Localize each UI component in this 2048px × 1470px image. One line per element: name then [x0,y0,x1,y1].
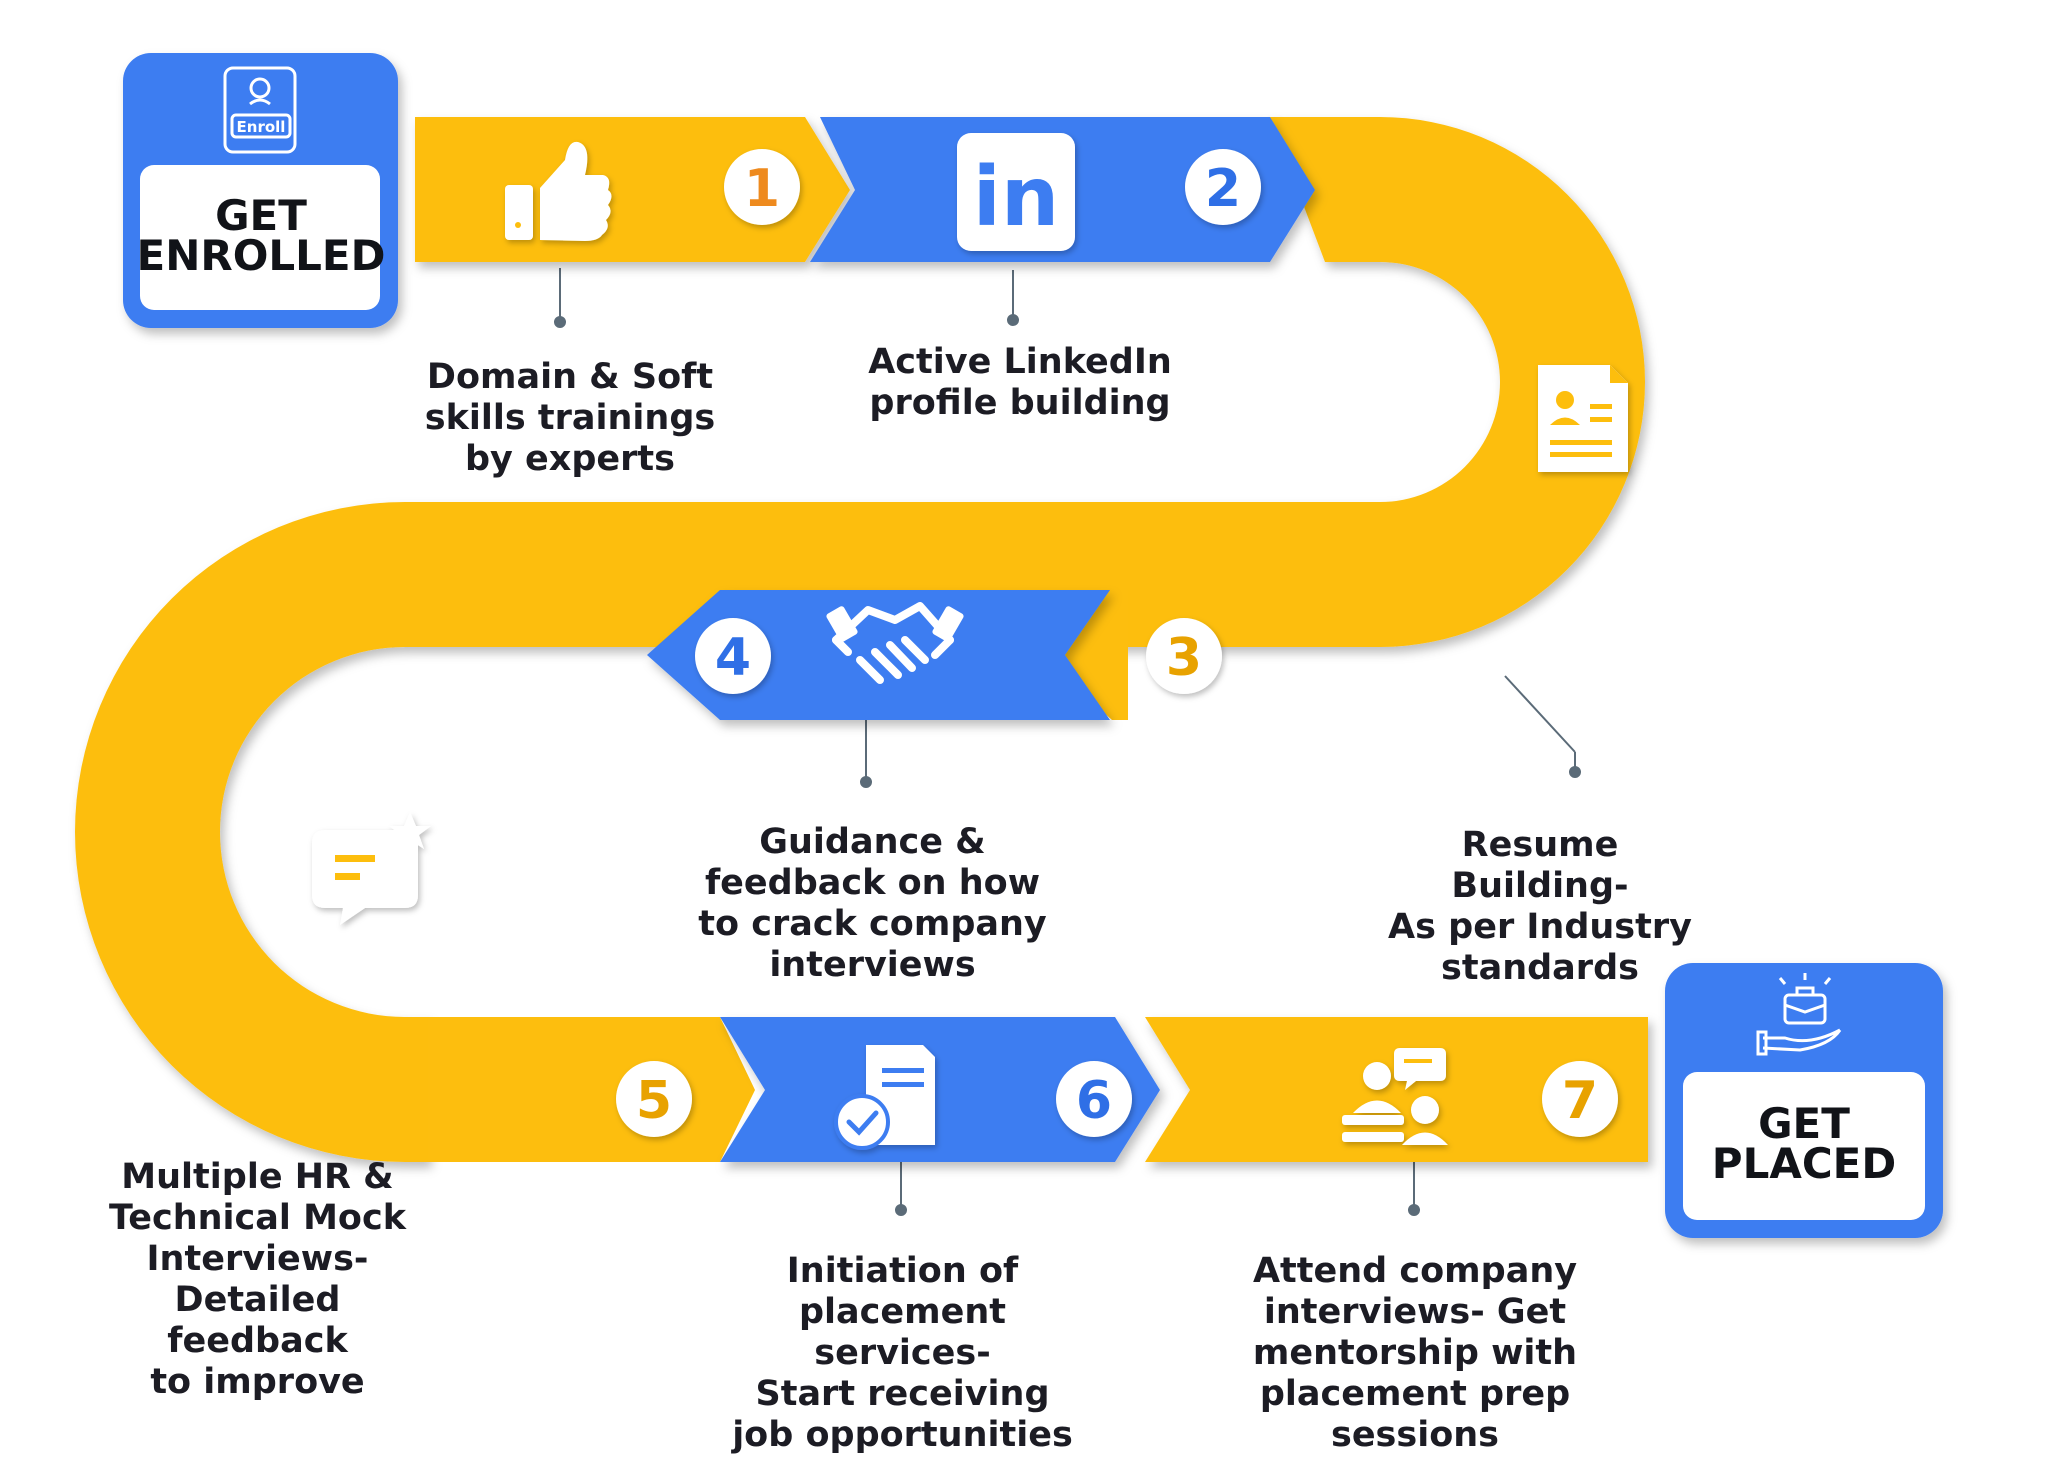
end-title-line1: GET [1758,1099,1850,1148]
step-4-badge: 4 [695,618,771,694]
linkedin-icon-text: in [973,150,1059,245]
linkedin-icon: in [957,133,1075,251]
step-number-badges: 1 2 3 4 5 6 7 [616,149,1618,1137]
step-5-number: 5 [636,1071,672,1131]
step-3-number: 3 [1166,628,1202,688]
start-card: Enroll GET ENROLLED [123,53,398,328]
step-6-number: 6 [1076,1071,1112,1131]
step-2-number: 2 [1205,159,1241,219]
chat-star-icon [312,812,431,925]
segment-3-arrow [1040,590,1128,720]
step-1-caption: Domain & Soft skills trainings by expert… [424,357,716,479]
step-7-caption: Attend company interviews- Get mentorshi… [1252,1251,1578,1455]
briefcase-in-hand-icon [1756,973,1842,1056]
end-title-line2: PLACED [1712,1139,1896,1188]
enroll-badge-text: Enroll [237,118,286,136]
step-1-badge: 1 [724,149,800,225]
step-4-number: 4 [715,628,751,688]
start-title-line2: ENROLLED [137,231,386,280]
segment-5 [428,1017,755,1162]
resume-icon [1538,365,1628,472]
step-5-caption: Multiple HR & Technical Mock Interviews-… [109,1157,406,1402]
step-2-badge: 2 [1185,149,1261,225]
step-3-caption: Resume Building- As per Industry standar… [1388,825,1692,988]
step-6-badge: 6 [1056,1061,1132,1137]
segment-7 [1145,1017,1648,1162]
end-card: GET PLACED [1665,963,1943,1238]
start-title-line1: GET [215,191,307,240]
step-1-number: 1 [744,159,780,219]
step-2-caption: Active LinkedIn profile building [868,342,1172,423]
step-5-badge: 5 [616,1061,692,1137]
certified-document-icon [834,1045,935,1150]
step-3-badge: 3 [1146,618,1222,694]
interview-people-icon [1342,1048,1448,1145]
segment-6 [720,1017,1160,1162]
thumbs-up-icon [505,141,612,241]
step-6-caption: Initiation of placement services- Start … [732,1251,1073,1455]
step-7-badge: 7 [1542,1061,1618,1137]
step-4-caption: Guidance & feedback on how to crack comp… [698,822,1047,985]
step-7-number: 7 [1562,1071,1598,1131]
handshake-icon [826,602,964,684]
enroll-badge-icon [223,66,297,154]
